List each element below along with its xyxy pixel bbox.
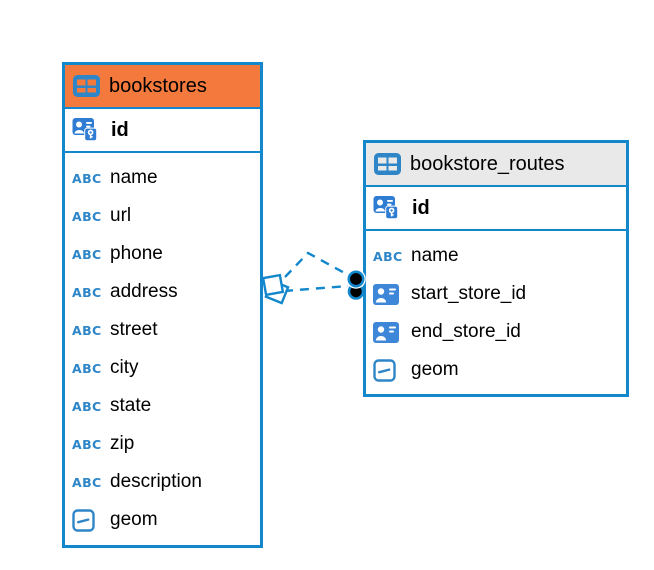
primary-key-icon <box>373 194 405 222</box>
text-type-icon: ABC <box>72 436 102 452</box>
table-title: bookstores <box>109 74 207 97</box>
column-row-name[interactable]: ABC name <box>72 159 253 197</box>
column-row-id[interactable]: id <box>366 187 626 231</box>
relationship-line-end-store[interactable] <box>283 284 349 293</box>
column-name: name <box>110 167 158 188</box>
column-name: address <box>110 281 178 302</box>
relationship-line-start-store[interactable] <box>284 251 351 278</box>
table-bookstores[interactable]: bookstores id ABC name ABC url <box>62 62 263 548</box>
text-type-icon: ABC <box>72 246 102 262</box>
column-name: name <box>411 245 459 266</box>
text-type-icon: ABC <box>72 474 102 490</box>
table-bookstores-header[interactable]: bookstores <box>65 65 260 109</box>
column-name: geom <box>411 359 459 380</box>
column-name: state <box>110 395 152 416</box>
primary-key-icon <box>72 116 104 144</box>
column-row-address[interactable]: ABC address <box>72 273 253 311</box>
column-row-geom[interactable]: geom <box>72 501 253 539</box>
geometry-type-icon <box>72 508 104 532</box>
column-row-phone[interactable]: ABC phone <box>72 235 253 273</box>
relationship-source-handle[interactable] <box>261 273 290 305</box>
table-bookstores-columns: ABC name ABC url ABC phone ABC address A… <box>65 153 260 539</box>
column-name: geom <box>110 509 158 530</box>
text-type-icon: ABC <box>72 208 102 224</box>
table-grid-icon <box>374 153 401 175</box>
column-name: id <box>111 118 129 141</box>
column-name: end_store_id <box>411 321 521 342</box>
column-name: id <box>412 196 430 219</box>
text-type-icon: ABC <box>72 398 102 414</box>
column-name: start_store_id <box>411 283 527 304</box>
column-name: zip <box>110 433 135 454</box>
column-name: city <box>110 357 139 378</box>
column-row-state[interactable]: ABC state <box>72 387 253 425</box>
column-row-city[interactable]: ABC city <box>72 349 253 387</box>
table-bookstore-routes[interactable]: bookstore_routes id ABC name <box>363 140 629 397</box>
column-name: url <box>110 205 132 226</box>
foreign-key-icon <box>373 321 405 343</box>
column-row-street[interactable]: ABC street <box>72 311 253 349</box>
column-row-end-store-id[interactable]: end_store_id <box>373 313 619 351</box>
foreign-key-icon <box>373 283 405 305</box>
geometry-type-icon <box>373 358 405 382</box>
column-name: description <box>110 471 202 492</box>
text-type-icon: ABC <box>72 170 102 186</box>
column-row-description[interactable]: ABC description <box>72 463 253 501</box>
column-row-name[interactable]: ABC name <box>373 237 619 275</box>
table-bookstore-routes-columns: ABC name start_store_id <box>366 231 626 389</box>
text-type-icon: ABC <box>72 360 102 376</box>
column-name: street <box>110 319 158 340</box>
text-type-icon: ABC <box>373 248 403 264</box>
column-row-start-store-id[interactable]: start_store_id <box>373 275 619 313</box>
column-row-id[interactable]: id <box>65 109 260 153</box>
text-type-icon: ABC <box>72 284 102 300</box>
column-row-url[interactable]: ABC url <box>72 197 253 235</box>
text-type-icon: ABC <box>72 322 102 338</box>
table-bookstore-routes-header[interactable]: bookstore_routes <box>366 143 626 187</box>
column-row-geom[interactable]: geom <box>373 351 619 389</box>
column-row-zip[interactable]: ABC zip <box>72 425 253 463</box>
table-grid-icon <box>73 75 100 97</box>
column-name: phone <box>110 243 163 264</box>
table-title: bookstore_routes <box>410 152 565 175</box>
